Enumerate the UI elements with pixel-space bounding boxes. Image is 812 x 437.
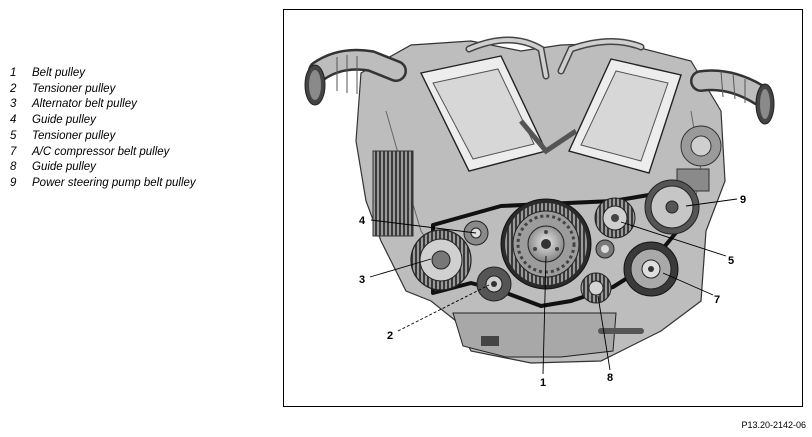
figure-reference-code: P13.20-2142-06 xyxy=(741,420,806,430)
left-air-intake-hose xyxy=(304,48,407,106)
legend-number: 5 xyxy=(10,129,17,142)
right-intake-manifold xyxy=(568,58,682,174)
callout-7: 7 xyxy=(714,294,720,306)
callout-leader-lines xyxy=(369,198,738,375)
callout-numbers: 4 3 2 1 8 5 7 9 xyxy=(359,194,746,389)
power-steering-pump-pulley xyxy=(644,179,700,235)
small-idler-center xyxy=(595,239,615,259)
callout-2: 2 xyxy=(387,330,393,342)
callout-4: 4 xyxy=(359,215,366,227)
tensioner-pulley-right xyxy=(594,197,636,239)
legend-item: 8 Guide pulley xyxy=(10,160,196,176)
right-air-intake-hose xyxy=(690,69,775,125)
callout-8: 8 xyxy=(607,372,613,384)
callout-5: 5 xyxy=(728,255,734,267)
guide-pulley-lower xyxy=(580,272,612,304)
legend-label: Belt pulley xyxy=(32,67,86,79)
legend-label: Tensioner pulley xyxy=(32,82,116,95)
legend-item: 5 Tensioner pulley xyxy=(10,129,196,145)
callout-9: 9 xyxy=(740,194,746,206)
legend-item: 9 Power steering pump belt pulley xyxy=(10,176,196,192)
callout-1: 1 xyxy=(540,377,546,389)
legend-item: 3 Alternator belt pulley xyxy=(10,97,196,113)
legend-item: 1 Belt pulley xyxy=(10,66,196,82)
legend-label: Power steering pump belt pulley xyxy=(32,176,196,189)
oil-pan xyxy=(452,312,644,358)
left-cylinder-bank xyxy=(372,150,414,237)
legend-number: 2 xyxy=(10,82,17,95)
legend-label: Alternator belt pulley xyxy=(32,98,137,111)
legend-label: Guide pulley xyxy=(32,114,96,127)
legend-label: Guide pulley xyxy=(32,161,96,174)
crankshaft-belt-pulley xyxy=(500,198,592,290)
legend-label: A/C compressor belt pulley xyxy=(32,145,170,158)
legend-item: 2 Tensioner pulley xyxy=(10,82,196,98)
top-pipework xyxy=(465,36,645,155)
legend-label: Tensioner pulley xyxy=(32,129,116,142)
tensioner-pulley-lower-left xyxy=(476,266,512,302)
legend-number: 9 xyxy=(10,176,17,189)
ac-compressor-belt-pulley xyxy=(623,241,679,297)
alternator-belt-pulley xyxy=(410,229,472,291)
callout-3: 3 xyxy=(359,274,365,286)
legend-number: 1 xyxy=(10,67,17,79)
legend-item: 7 A/C compressor belt pulley xyxy=(10,145,196,161)
legend-number: 7 xyxy=(10,145,17,158)
legend-number: 8 xyxy=(10,161,17,174)
engine-illustration-frame: 4 3 2 1 8 5 7 9 xyxy=(283,9,803,407)
engine-illustration: 4 3 2 1 8 5 7 9 xyxy=(304,36,775,389)
legend-number: 4 xyxy=(10,114,17,127)
legend-number: 3 xyxy=(10,98,17,111)
legend-item: 4 Guide pulley xyxy=(10,113,196,129)
